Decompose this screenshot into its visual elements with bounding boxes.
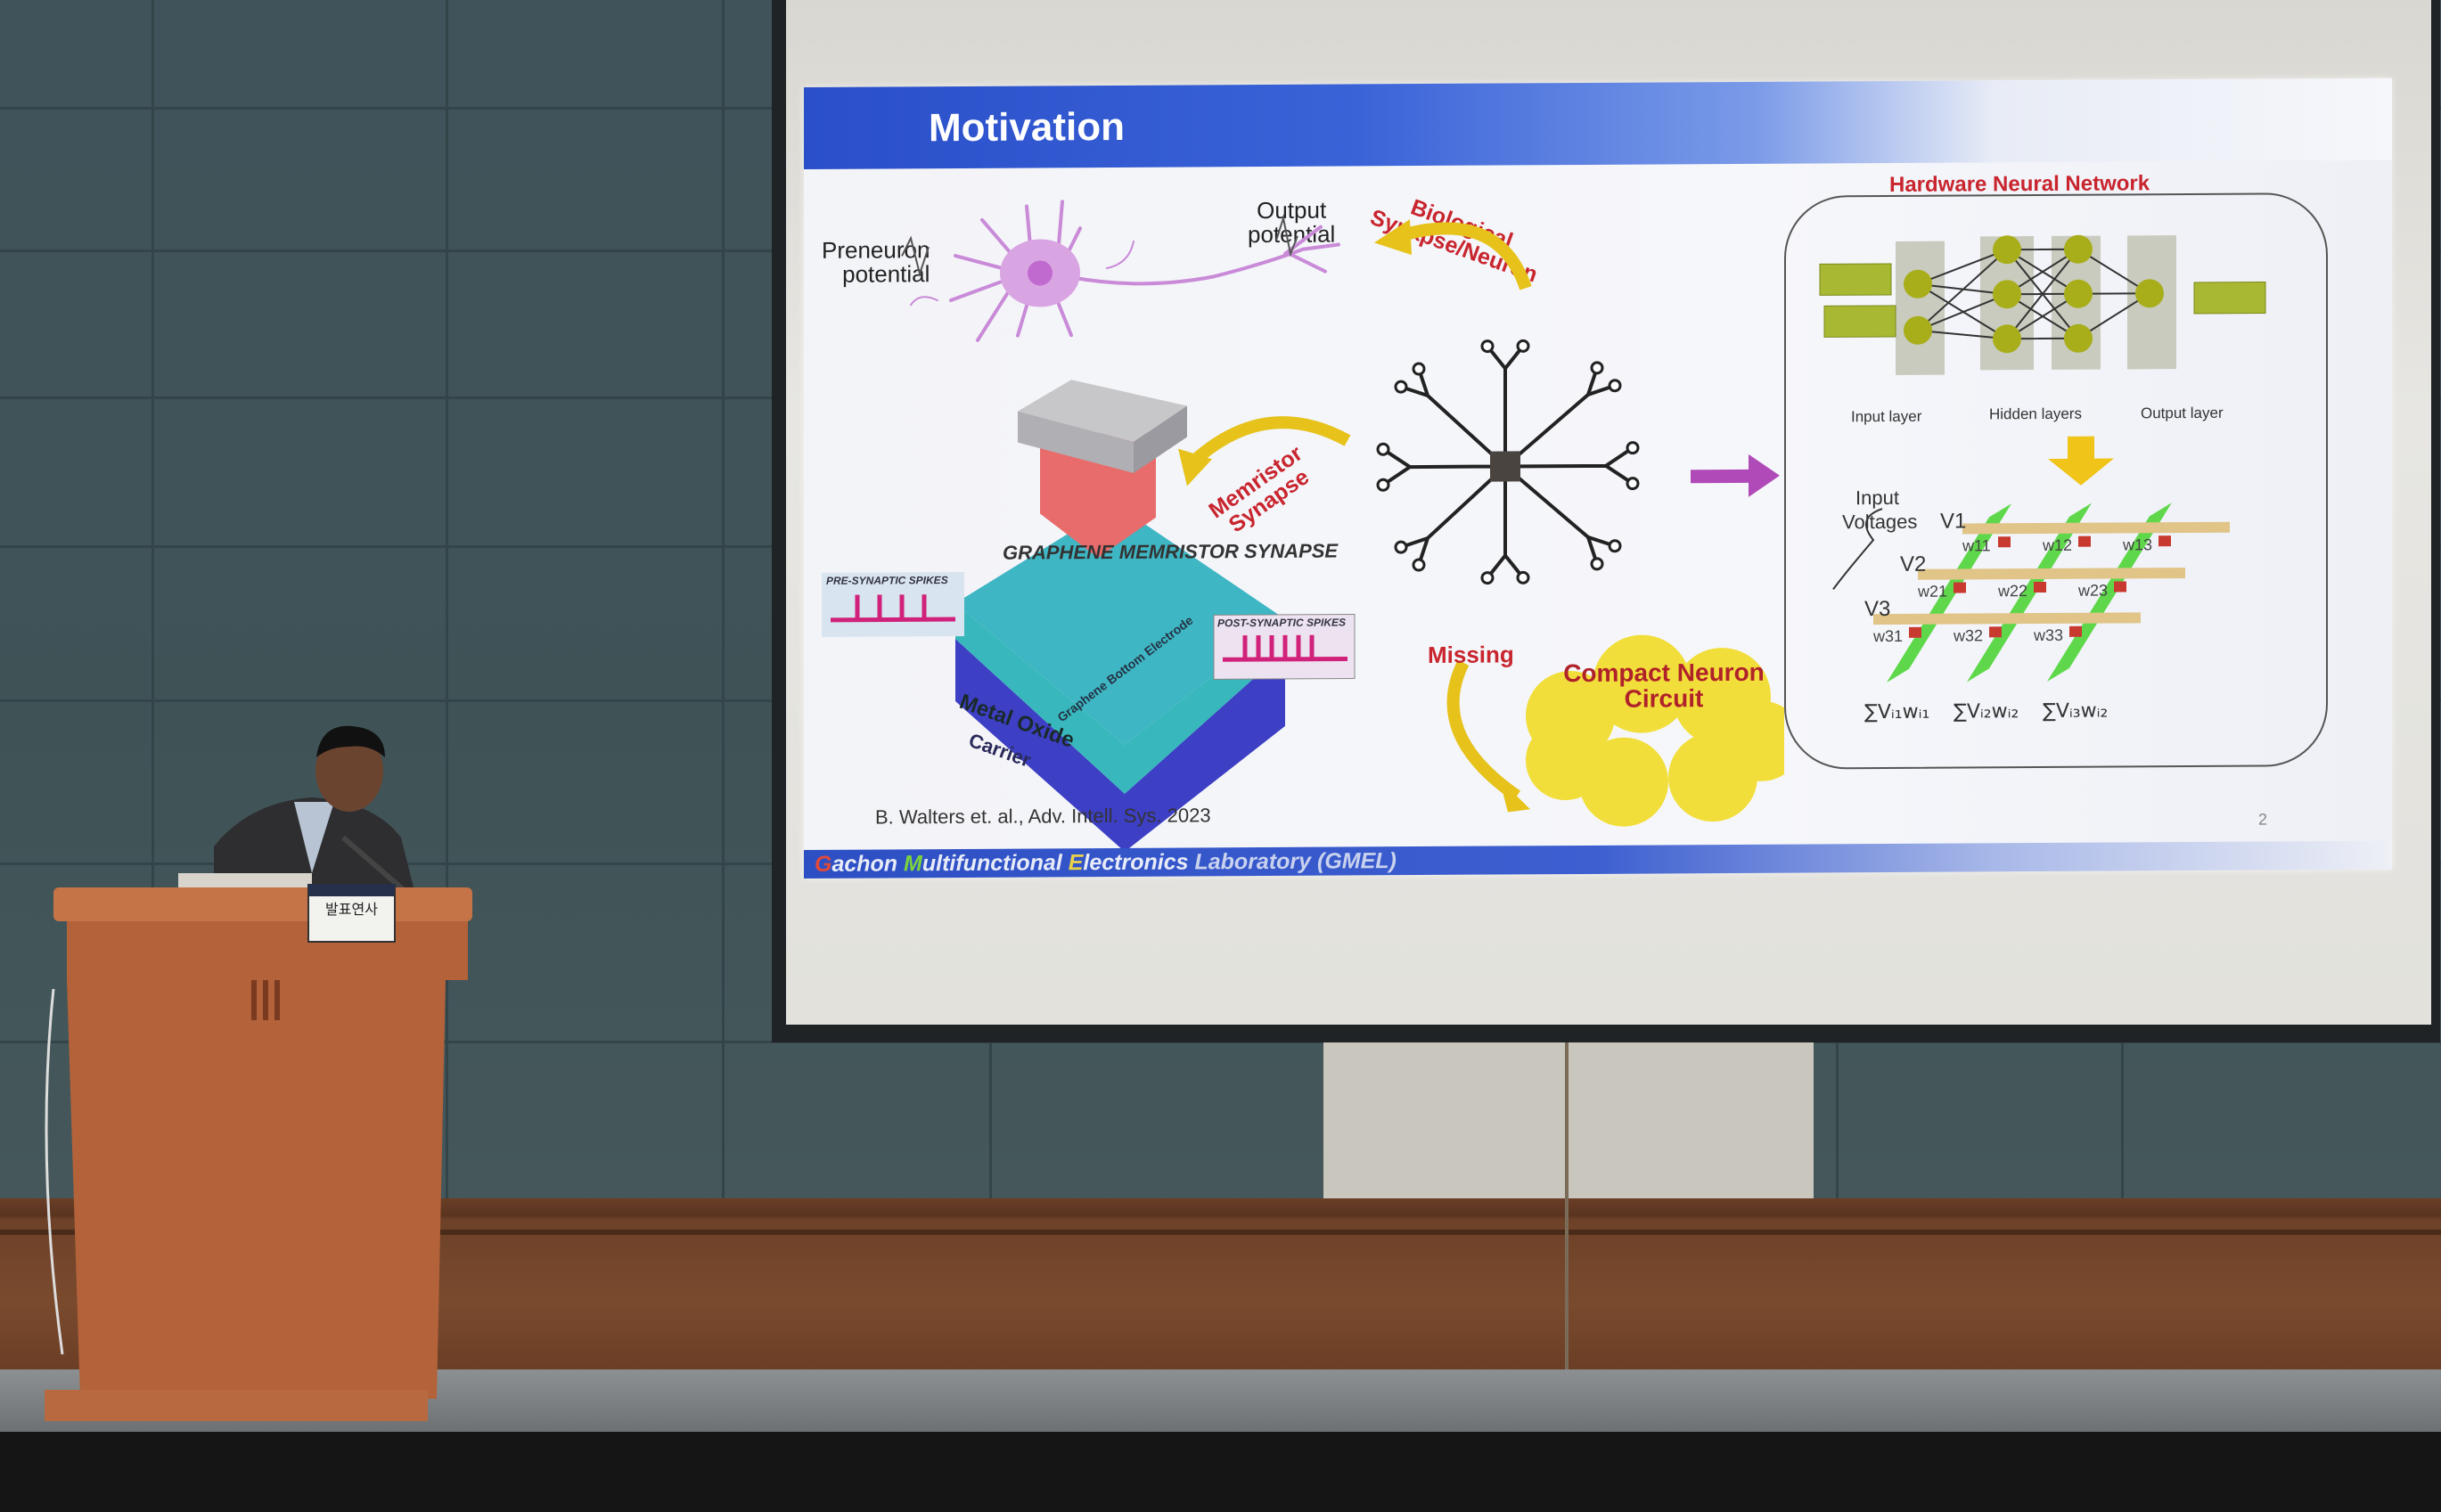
weight-label: w31 — [1872, 627, 1903, 645]
slide-graphics — [822, 200, 1784, 852]
weight-label: w23 — [2077, 582, 2108, 600]
nn-connections — [1917, 248, 2150, 340]
v1-label: V1 — [1940, 509, 1966, 533]
sum-label: ∑Vᵢ₃wᵢ₂ — [2043, 700, 2108, 723]
speaker-and-podium — [45, 725, 472, 1421]
weight-label: w32 — [1953, 626, 1983, 644]
down-arrow-icon — [2048, 436, 2114, 486]
bio-arc-arrow-icon — [1399, 222, 1532, 290]
neuron-nucleus — [1028, 260, 1053, 286]
layer-bands — [1896, 235, 2176, 375]
podium-base — [45, 1390, 428, 1421]
cloud-line2: Circuit — [1624, 684, 1704, 714]
footer-ultifunctional: ultifunctional — [922, 850, 1069, 877]
device-title: GRAPHENE MEMRISTOR SYNAPSE — [1003, 539, 1339, 564]
compact-neuron-label: Compact Neuron Circuit — [1544, 658, 1784, 714]
potential-traces — [901, 214, 1298, 277]
door-panels — [1323, 1040, 1814, 1200]
microphone — [341, 835, 412, 898]
input-layer-label: Input layer — [1851, 408, 1922, 425]
cable — [45, 988, 64, 1355]
purple-arrow-icon — [1691, 454, 1780, 497]
page-number: 2 — [2258, 810, 2268, 829]
nn-nodes — [1904, 234, 2164, 354]
missing-arc-arrow-icon — [1446, 659, 1521, 802]
sum-label: ∑Vᵢ₁wᵢ₁ — [1864, 701, 1929, 723]
door-split — [1565, 1040, 1569, 1369]
podium-sign: 발표연사 — [307, 884, 396, 943]
speaker-hair — [316, 725, 385, 757]
slide: Motivation Preneuron potential Output po… — [804, 78, 2392, 879]
cloud-shape — [1526, 634, 1784, 827]
podium-grooves — [251, 980, 280, 1020]
footer-lectronics: lectronics — [1083, 849, 1195, 876]
dendrite-chip-icon — [1376, 339, 1640, 585]
post-spike-pulses — [1223, 634, 1347, 662]
footer-achon: achon — [831, 851, 905, 877]
pre-spikes-label: PRE-SYNAPTIC SPIKES — [826, 574, 948, 587]
missing-arrowhead-icon — [1499, 778, 1530, 813]
input-voltages-line2: Voltages — [1842, 511, 1917, 533]
sum-label: ∑Vᵢ₂wᵢ₂ — [1954, 700, 2019, 723]
neuron-illustration — [910, 200, 1340, 342]
weight-label: w13 — [2122, 535, 2152, 553]
wall-seam — [722, 0, 725, 1198]
wood-rail — [0, 1230, 2441, 1235]
memristor-arc-arrow-icon — [1192, 416, 1351, 464]
speaker-shirt — [294, 802, 334, 873]
weight-label: w12 — [2042, 536, 2072, 554]
slide-title: Motivation — [929, 104, 1125, 151]
v3-label: V3 — [1864, 597, 1890, 621]
hnn-graphics: Input layer Hidden layers Output layer I… — [1819, 234, 2266, 723]
missing-label: Missing — [1428, 641, 1514, 668]
v2-label: V2 — [1900, 552, 1926, 576]
speaker-head — [315, 730, 383, 812]
weight-label: w22 — [1997, 582, 2027, 600]
input-voltages-line1: Input — [1855, 486, 1899, 509]
footer-m: M — [904, 851, 922, 877]
pre-spike-pulses — [831, 594, 955, 623]
hnn-title: Hardware Neural Network — [1889, 171, 2150, 197]
footer-e: E — [1068, 850, 1084, 876]
memristor-cells — [1909, 535, 2171, 638]
pulse-boxes — [1819, 263, 2266, 338]
stage-skirt — [0, 1432, 2441, 1512]
memristor-device-illustration — [955, 380, 1285, 852]
footer-laboratory: Laboratory (GMEL) — [1194, 848, 1397, 875]
hidden-layers-label: Hidden layers — [1989, 405, 2082, 423]
weight-label: w11 — [1962, 536, 1991, 554]
citation: B. Walters et. al., Adv. Intell. Sys. 20… — [875, 804, 1211, 829]
lab-footer: Gachon Multifunctional Electronics Labor… — [815, 848, 1397, 878]
weight-label: w21 — [1917, 583, 1947, 601]
podium-body — [67, 919, 468, 1399]
cloud-line1: Compact Neuron — [1563, 658, 1765, 688]
wall-seam — [152, 0, 154, 1198]
memristor-arrowhead-icon — [1178, 448, 1212, 486]
weight-label: w33 — [2033, 626, 2063, 644]
post-spikes-label: POST-SYNAPTIC SPIKES — [1217, 616, 1347, 630]
chip-core — [1490, 451, 1520, 482]
bio-arrowhead-icon — [1374, 219, 1412, 256]
crossbar — [1832, 503, 2230, 683]
output-layer-label: Output layer — [2141, 405, 2224, 422]
podium-top — [53, 887, 472, 921]
footer-g: G — [815, 851, 832, 877]
input-brace — [1832, 508, 1883, 590]
wall-seam — [446, 0, 448, 1198]
